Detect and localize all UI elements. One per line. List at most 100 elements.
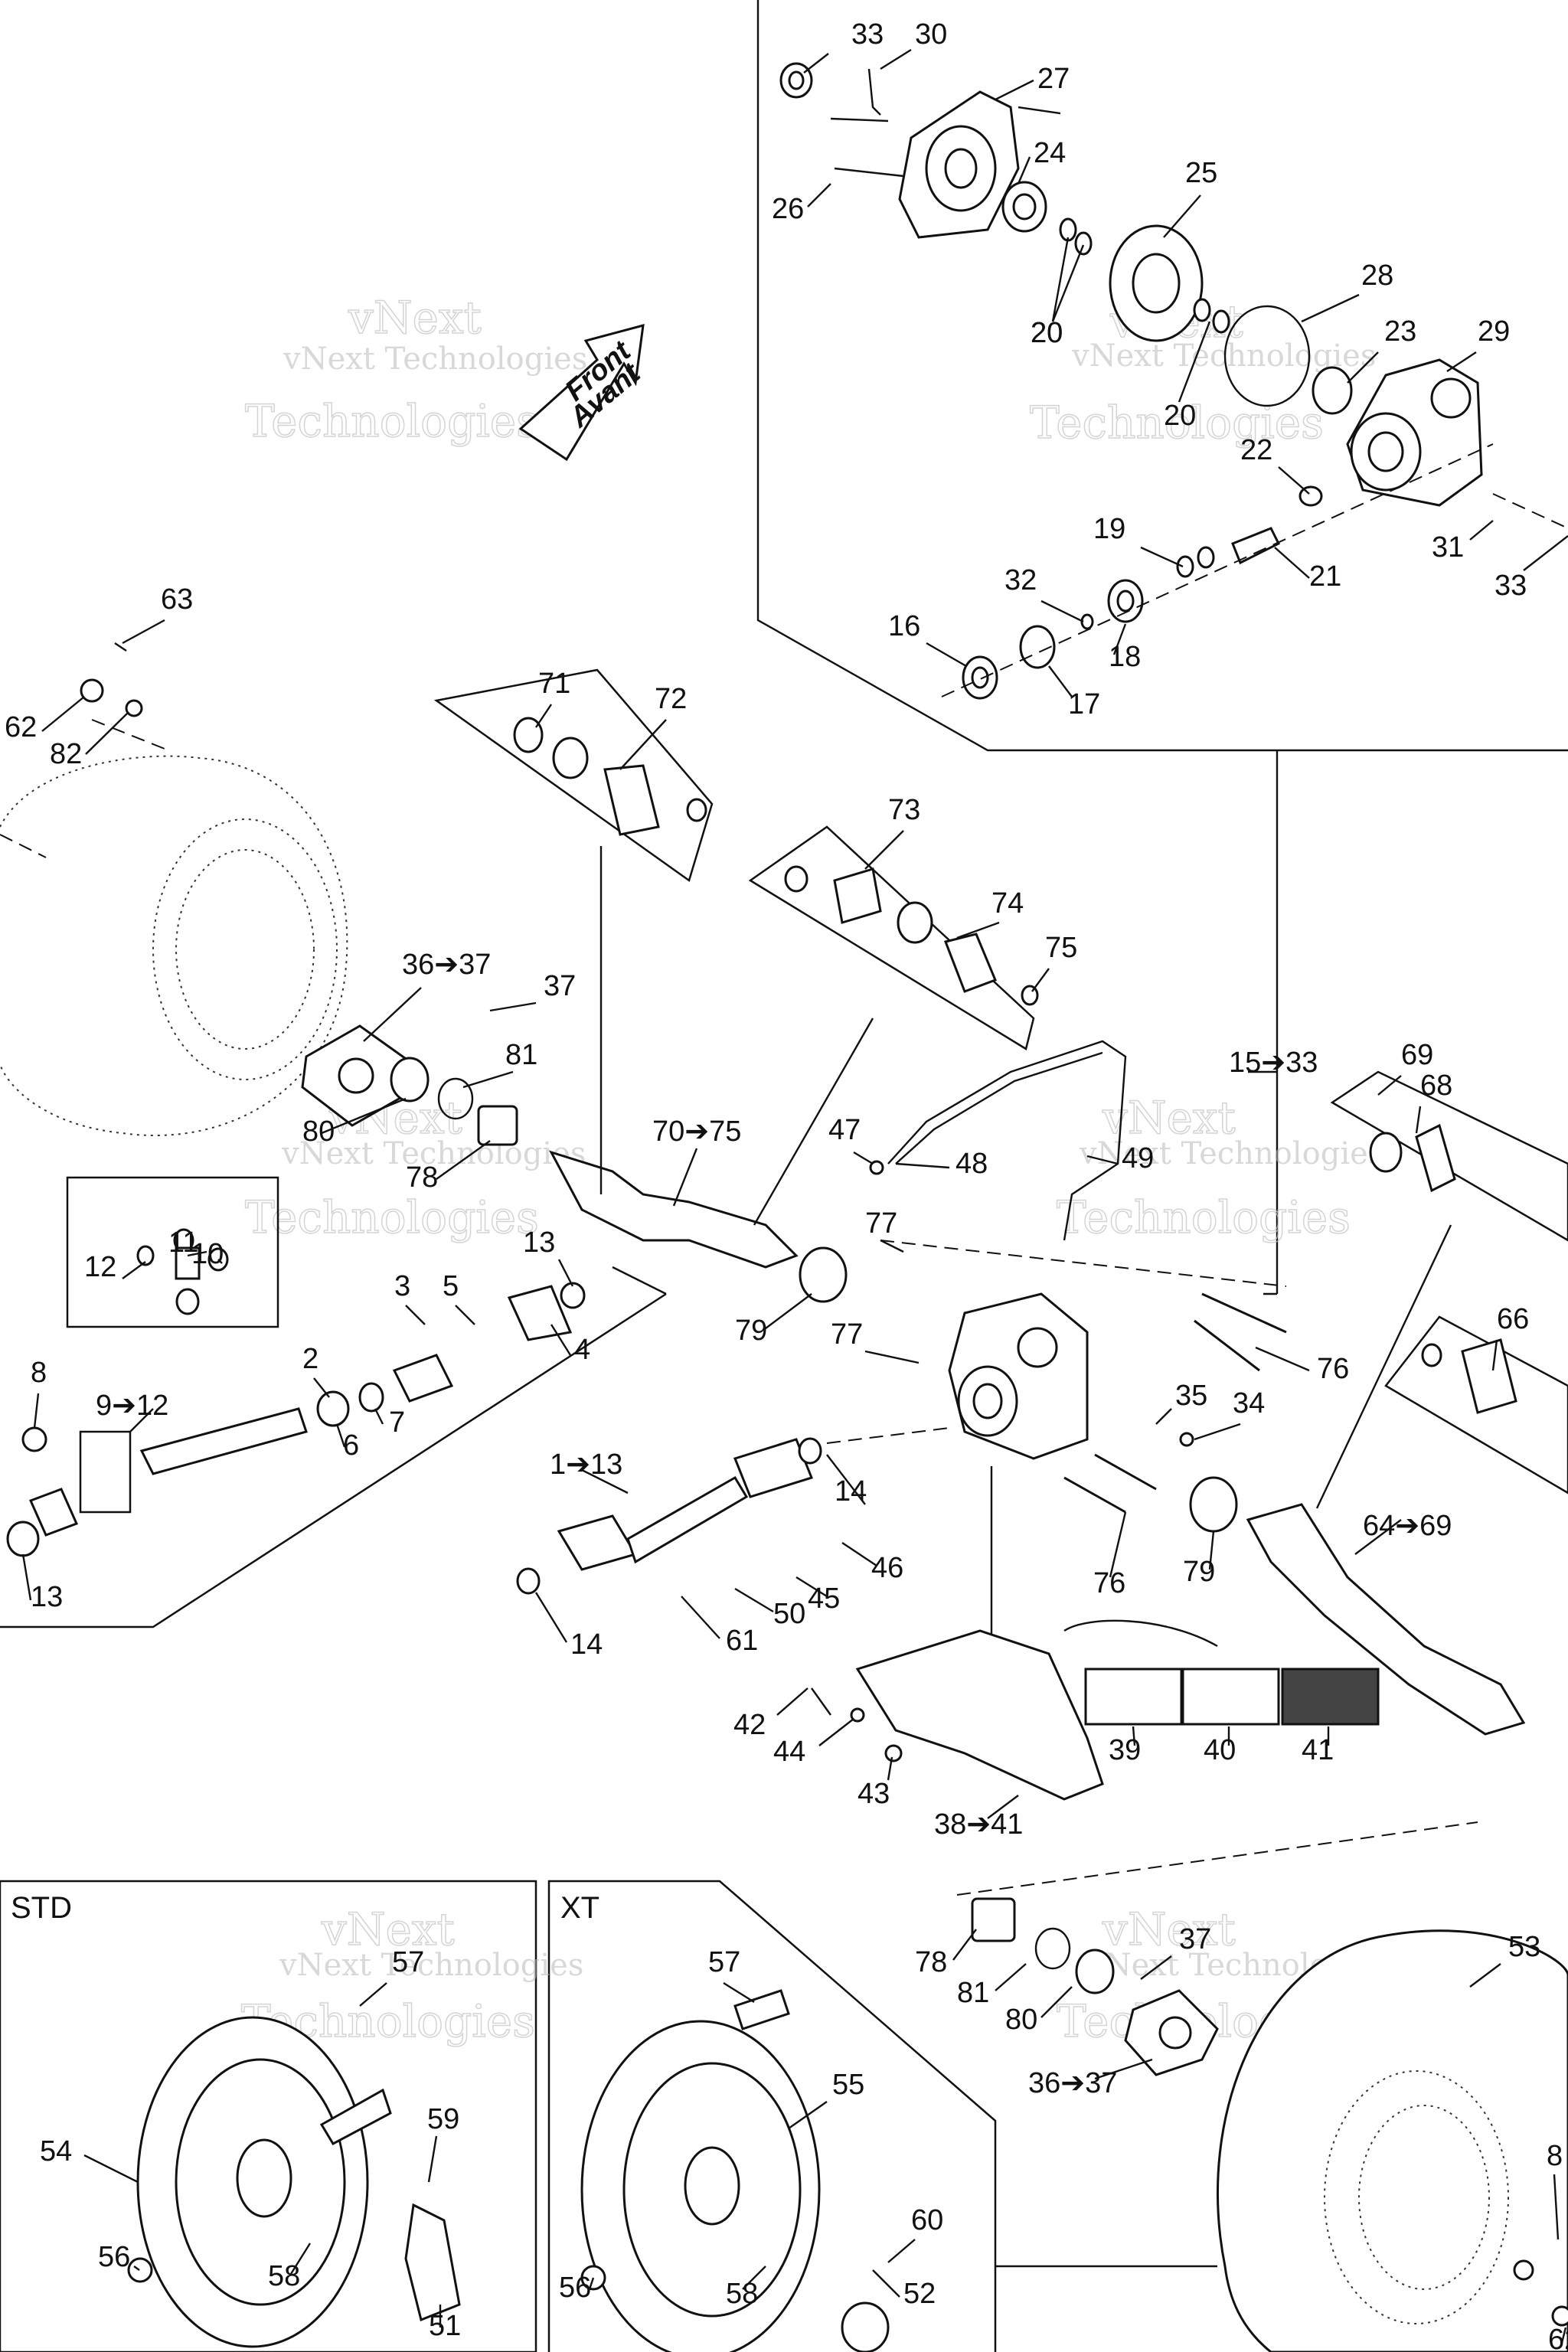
watermark-text: vNext Technologies [283, 341, 587, 377]
callout-leader-line [1446, 351, 1477, 373]
callout-leader-line [83, 2154, 139, 2184]
callout-leader-line [1377, 1075, 1402, 1096]
callout-leader-line [1140, 1955, 1172, 1980]
part-callout-label: 25 [1185, 157, 1217, 189]
part-callout-label: 78 [406, 1161, 438, 1194]
part-callout-label: 32 [1004, 564, 1037, 596]
callout-leader-line [427, 2135, 438, 2183]
callout-leader-line [765, 1293, 812, 1329]
watermark-text: vNext Technologies [279, 1948, 583, 1983]
part-callout-label: 59 [427, 2103, 459, 2135]
callout-leader-line [1040, 599, 1084, 623]
callout-leader-line [880, 48, 912, 70]
callout-leader-line [841, 1542, 877, 1566]
watermark-text: vNext [348, 292, 482, 344]
callout-leader-line [313, 1377, 330, 1398]
part-callout-label: 39 [1109, 1734, 1141, 1766]
part-callout-label: 30 [915, 18, 947, 51]
part-callout-label: 10 [191, 1238, 224, 1270]
callout-leader-line [1109, 1511, 1127, 1578]
part-callout-label: 74 [991, 887, 1024, 920]
callout-leader-line [41, 696, 85, 732]
callout-leader-line [1163, 194, 1201, 238]
callout-leader-line [734, 1587, 774, 1613]
part-callout-label: 20 [1031, 317, 1063, 349]
part-callout-label: 17 [1068, 688, 1100, 720]
callout-leader-line [818, 1718, 854, 1746]
callout-leader-line [1194, 1423, 1241, 1441]
callout-leader-line [33, 1393, 40, 1429]
callout-leader-line [1040, 1986, 1073, 2018]
callout-leader-line [795, 1576, 828, 1598]
part-callout-label: 63 [161, 583, 193, 616]
callout-leader-line [987, 1795, 1019, 1819]
callout-leader-line [1255, 1346, 1310, 1372]
callout-leader-line [1086, 1155, 1119, 1165]
part-callout-label: 33 [1494, 570, 1527, 602]
part-callout-label: 52 [903, 2278, 936, 2310]
callout-leader-line [1155, 1408, 1172, 1425]
part-callout-label: 64➔69 [1363, 1510, 1452, 1542]
part-callout-label: 42 [733, 1709, 766, 1741]
part-callout-label: 71 [538, 668, 570, 700]
part-callout-label: 57 [392, 1946, 424, 1978]
callout-leader-line [133, 2265, 140, 2271]
callout-leader-line [462, 1070, 514, 1089]
callout-leader-line [864, 830, 904, 870]
callout-leader-line [788, 2101, 828, 2129]
upper-left-tire [0, 642, 518, 1146]
watermark-text: vNext Technologies [1079, 1136, 1383, 1171]
rear-propeller-shaft [516, 1427, 950, 1595]
callout-leader-line [1208, 1530, 1215, 1570]
part-callout-label: 62 [5, 711, 37, 743]
callout-leader-line [1094, 2058, 1153, 2080]
callout-leader-line [995, 1963, 1027, 1991]
watermark-text: vNext [1102, 1903, 1236, 1955]
part-callout-label: 54 [40, 2135, 72, 2167]
part-callout-label: 35 [1175, 1380, 1207, 1412]
callout-leader-line [1031, 968, 1050, 992]
part-callout-label: 21 [1309, 560, 1341, 593]
part-callout-label: 27 [1037, 63, 1070, 95]
watermark-text: vNext [1102, 1092, 1236, 1144]
callout-leader-line [1523, 535, 1568, 571]
callout-leader-line [826, 1454, 866, 1505]
part-callout-label: 3 [394, 1270, 410, 1302]
watermark-text: Technologies [245, 395, 539, 447]
callout-leader-line [436, 1140, 491, 1180]
callout-leader-line [1278, 466, 1310, 495]
part-callout-label: 20 [1031, 317, 1063, 349]
part-callout-label: 80 [1005, 2004, 1037, 2036]
callout-leader-line [672, 1148, 698, 1207]
propeller-shaft-group [6, 1176, 586, 1557]
callout-leader-line [1178, 321, 1211, 403]
part-callout-label: 58 [726, 2278, 758, 2310]
callout-leader-line [887, 2239, 916, 2263]
watermark-text: Technologies [245, 1191, 539, 1243]
part-callout-label: 37 [544, 970, 576, 1002]
callout-leader-line [776, 1687, 808, 1716]
callout-leader-line [1051, 244, 1085, 322]
part-callout-label: 34 [1233, 1387, 1265, 1419]
panel-title-xt: XT [560, 1891, 599, 1925]
part-callout-label: 81 [505, 1039, 537, 1071]
callout-leader-line [995, 79, 1034, 101]
part-callout-label: 4 [574, 1334, 590, 1366]
part-callout-label: 75 [1045, 932, 1077, 964]
callout-leader-line [289, 2243, 312, 2275]
part-callout-label: 76 [1093, 1567, 1125, 1599]
callout-leader-line [853, 1151, 874, 1165]
part-callout-label: 9➔12 [96, 1390, 168, 1422]
part-callout-label: 58 [268, 2260, 300, 2292]
part-callout-label: 8 [31, 1357, 47, 1389]
part-callout-label: 69 [1401, 1039, 1433, 1071]
skid-plate-and-labels [811, 1619, 1380, 1801]
part-callout-label: 46 [871, 1552, 903, 1584]
callout-leader-line [1112, 623, 1127, 655]
part-callout-label: 68 [1420, 1070, 1452, 1102]
callout-leader-line [723, 1981, 755, 2004]
callout-leader-line [217, 1259, 223, 1264]
